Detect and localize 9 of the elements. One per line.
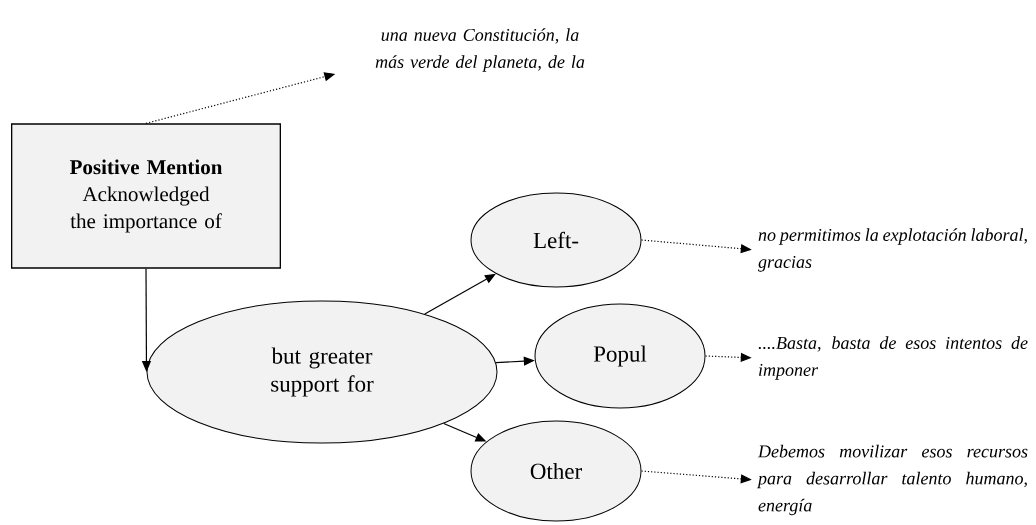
quote-text: ....Basta, basta de esos intentos de imponer [758,336,1028,380]
process-box: Positive Mention Acknowledged the importance of [11,123,281,269]
oval-node: Popul [534,303,706,409]
quote-text: Debemos movilizar esos recursos para desarrollar talento humano, energía [756,444,1028,516]
quote-text: no permitimos la explotación laboral, gracias [758,228,1027,272]
quote-text: una nueva Constitución, la más verde del planeta, de la [375,28,585,72]
oval-node: Other [470,420,642,522]
oval-node: but greater support for [146,300,498,444]
oval-node: Left- [470,192,642,288]
